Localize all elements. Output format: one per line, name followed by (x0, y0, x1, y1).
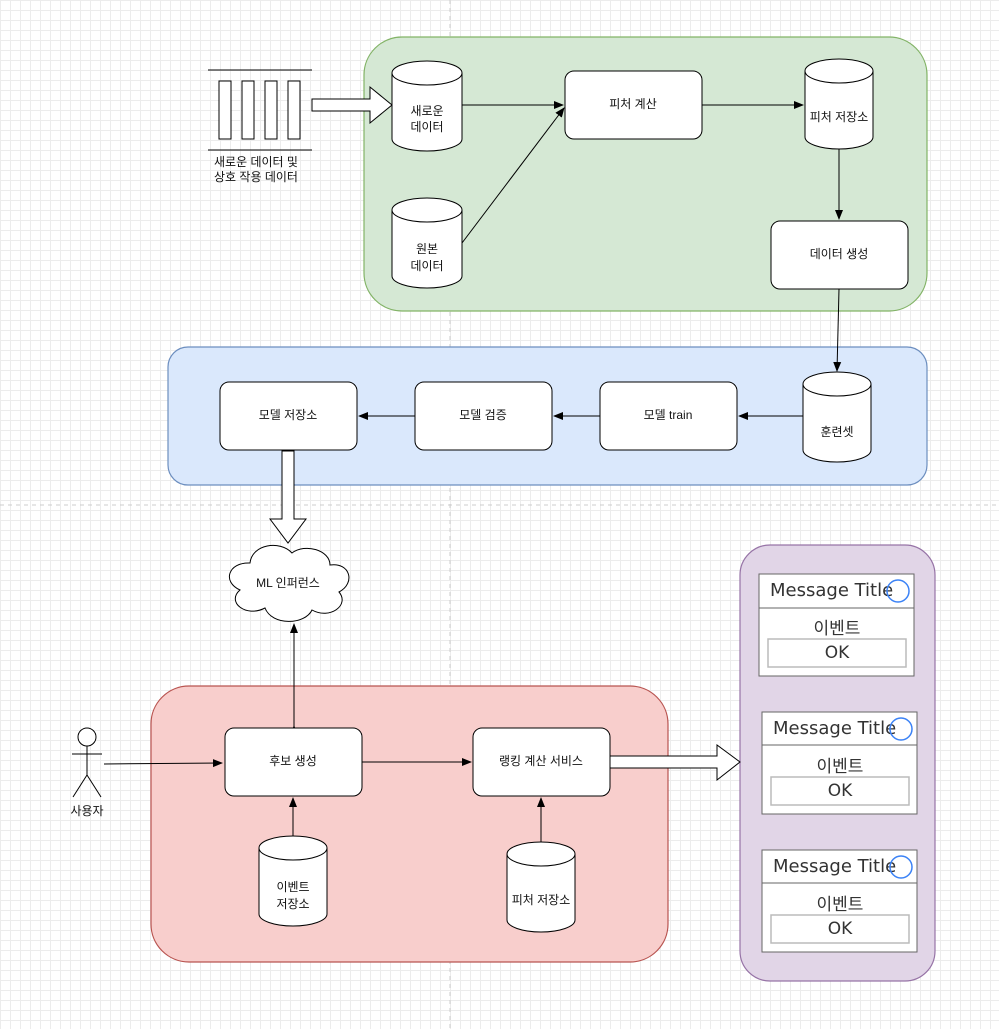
message-title-3: Message Title (773, 856, 896, 877)
serving-feature-store-label: 피처 저장소 (512, 893, 571, 907)
event-store-label-line1: 이벤트 (276, 880, 309, 894)
candidate-generation-label: 후보 생성 (269, 754, 317, 768)
queue-label-line2: 상호 작용 데이터 (214, 170, 298, 184)
data-generation-box[interactable] (770, 220, 909, 290)
ranking-service-label: 랭킹 계산 서비스 (499, 754, 583, 768)
serving-feature-store-cylinder[interactable] (506, 841, 576, 933)
raw-data-label-line2: 데이터 (410, 259, 443, 273)
queue-icon[interactable] (208, 69, 312, 151)
message-body-1: 이벤트 (814, 619, 861, 639)
message-close-icon-1[interactable] (886, 579, 910, 603)
raw-data-cylinder[interactable] (391, 197, 463, 289)
arrow-raw-data-to-feature-compute (461, 107, 565, 244)
ml-inference-cloud[interactable] (228, 545, 350, 622)
arrow-data-generation-to-training-set (833, 288, 842, 372)
message-ok-label-2: OK (828, 781, 853, 801)
message-body-3: 이벤트 (817, 895, 864, 915)
message-ok-label-3: OK (828, 919, 853, 939)
block-arrow-queue-to-data (311, 85, 393, 125)
message-ok-button-2[interactable] (770, 776, 910, 806)
training-set-cylinder[interactable] (802, 371, 872, 463)
model-registry-label: 모델 저장소 (259, 408, 318, 422)
queue-label-line1: 새로운 데이터 및 (214, 155, 298, 169)
pipeline-feature-store-cylinder[interactable] (804, 58, 874, 150)
event-store-label-line2: 저장소 (276, 897, 309, 911)
pipeline-feature-store-label: 피처 저장소 (810, 110, 869, 124)
raw-data-label-line1: 원본 (416, 242, 438, 256)
message-title-1: Message Title (770, 580, 893, 601)
message-close-icon-2[interactable] (889, 717, 913, 741)
ml-inference-label: ML 인퍼런스 (256, 576, 320, 590)
user-actor-icon[interactable] (72, 727, 102, 798)
arrow-user-to-candidate-generation (103, 759, 223, 768)
block-arrow-registry-to-inference (269, 450, 307, 544)
new-data-label-line2: 데이터 (410, 120, 443, 134)
model-train-label: 모델 train (644, 408, 693, 422)
message-body-2: 이벤트 (817, 757, 864, 777)
message-title-2: Message Title (773, 718, 896, 739)
model-validation-label: 모델 검증 (459, 408, 507, 422)
feature-compute-label: 피처 계산 (609, 97, 657, 111)
block-arrow-ranking-to-notifications (609, 744, 741, 782)
new-data-label-line1: 새로운 (410, 104, 443, 118)
message-ok-button-1[interactable] (767, 638, 907, 668)
model-registry-box[interactable] (219, 381, 358, 451)
message-close-icon-3[interactable] (889, 855, 913, 879)
message-ok-button-3[interactable] (770, 914, 910, 944)
serving-group[interactable] (150, 685, 669, 963)
training-set-label: 훈련셋 (820, 425, 853, 439)
event-store-cylinder[interactable] (258, 835, 328, 927)
data-generation-label: 데이터 생성 (810, 247, 869, 261)
user-label: 사용자 (70, 804, 103, 818)
message-ok-label-1: OK (825, 643, 850, 663)
new-data-cylinder[interactable] (391, 60, 463, 152)
